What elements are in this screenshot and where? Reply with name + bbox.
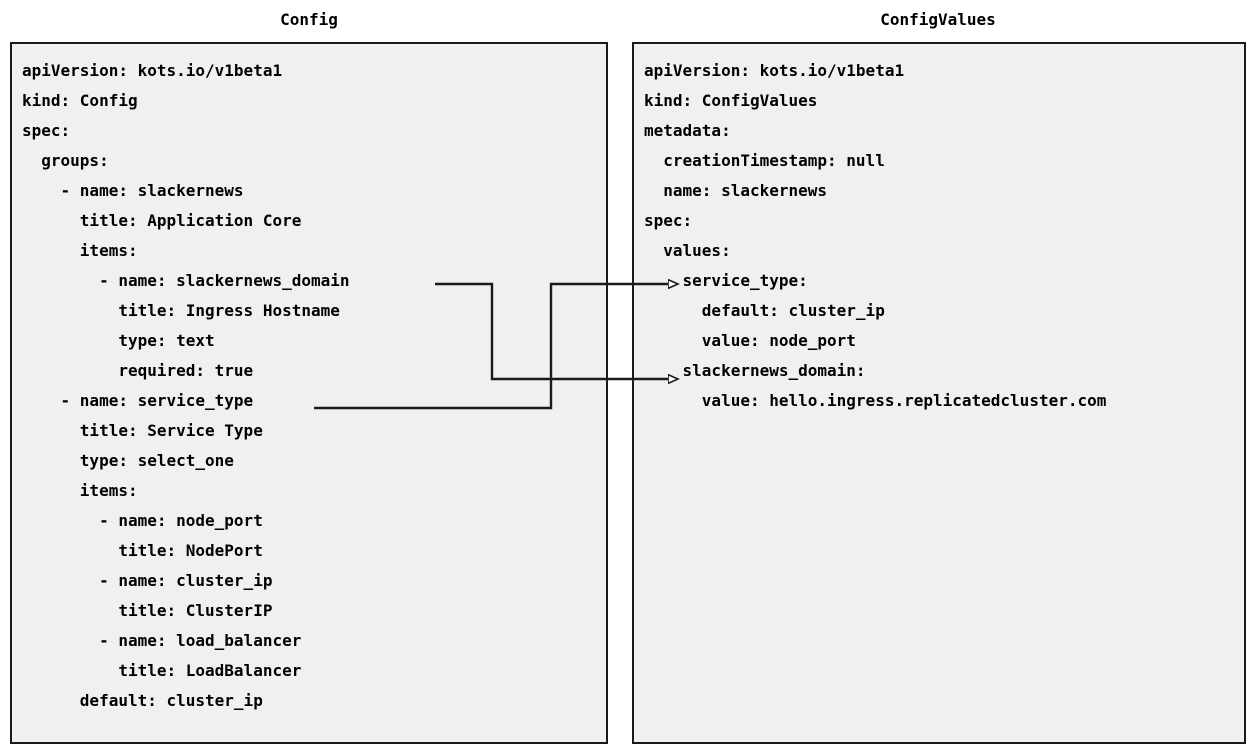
yaml-line: kind: Config <box>22 91 138 110</box>
yaml-line: value: hello.ingress.replicatedcluster.c… <box>644 391 1107 410</box>
yaml-line: title: Ingress Hostname <box>22 301 340 320</box>
yaml-line: apiVersion: kots.io/v1beta1 <box>644 61 905 80</box>
config-panel: apiVersion: kots.io/v1beta1 kind: Config s… <box>10 42 608 744</box>
yaml-line: apiVersion: kots.io/v1beta1 <box>22 61 283 80</box>
yaml-line: values: <box>644 241 731 260</box>
yaml-line: spec: <box>22 121 71 140</box>
yaml-line: items: <box>22 241 138 260</box>
panel-title-config: Config <box>280 10 338 29</box>
yaml-line: - name: service_type <box>22 391 254 410</box>
yaml-line: title: Service Type <box>22 421 263 440</box>
yaml-line: type: select_one <box>22 451 234 470</box>
yaml-line: - name: node_port <box>22 511 263 530</box>
config-yaml-block: apiVersion: kots.io/v1beta1 kind: Config s… <box>12 44 606 742</box>
yaml-line: title: Application Core <box>22 211 302 230</box>
configvalues-yaml-block: apiVersion: kots.io/v1beta1 kind: ConfigV… <box>634 44 1244 742</box>
yaml-line: metadata: <box>644 121 731 140</box>
configvalues-panel: apiVersion: kots.io/v1beta1 kind: ConfigV… <box>632 42 1246 744</box>
yaml-line: type: text <box>22 331 215 350</box>
yaml-line: value: node_port <box>644 331 856 350</box>
yaml-line: title: ClusterIP <box>22 601 273 620</box>
yaml-line: - name: cluster_ip <box>22 571 273 590</box>
yaml-line: service_type: <box>644 271 808 290</box>
yaml-line: kind: ConfigValues <box>644 91 818 110</box>
yaml-line: spec: <box>644 211 693 230</box>
yaml-line: items: <box>22 481 138 500</box>
yaml-line: default: cluster_ip <box>22 691 263 710</box>
yaml-line: - name: slackernews_domain <box>22 271 350 290</box>
yaml-line: default: cluster_ip <box>644 301 885 320</box>
yaml-line: creationTimestamp: null <box>644 151 885 170</box>
yaml-line: groups: <box>22 151 109 170</box>
yaml-line: title: NodePort <box>22 541 263 560</box>
yaml-line: - name: load_balancer <box>22 631 302 650</box>
yaml-line: name: slackernews <box>644 181 828 200</box>
panel-title-configvalues: ConfigValues <box>880 10 996 29</box>
yaml-line: title: LoadBalancer <box>22 661 302 680</box>
yaml-line: slackernews_domain: <box>644 361 866 380</box>
yaml-line: required: true <box>22 361 254 380</box>
yaml-line: - name: slackernews <box>22 181 244 200</box>
